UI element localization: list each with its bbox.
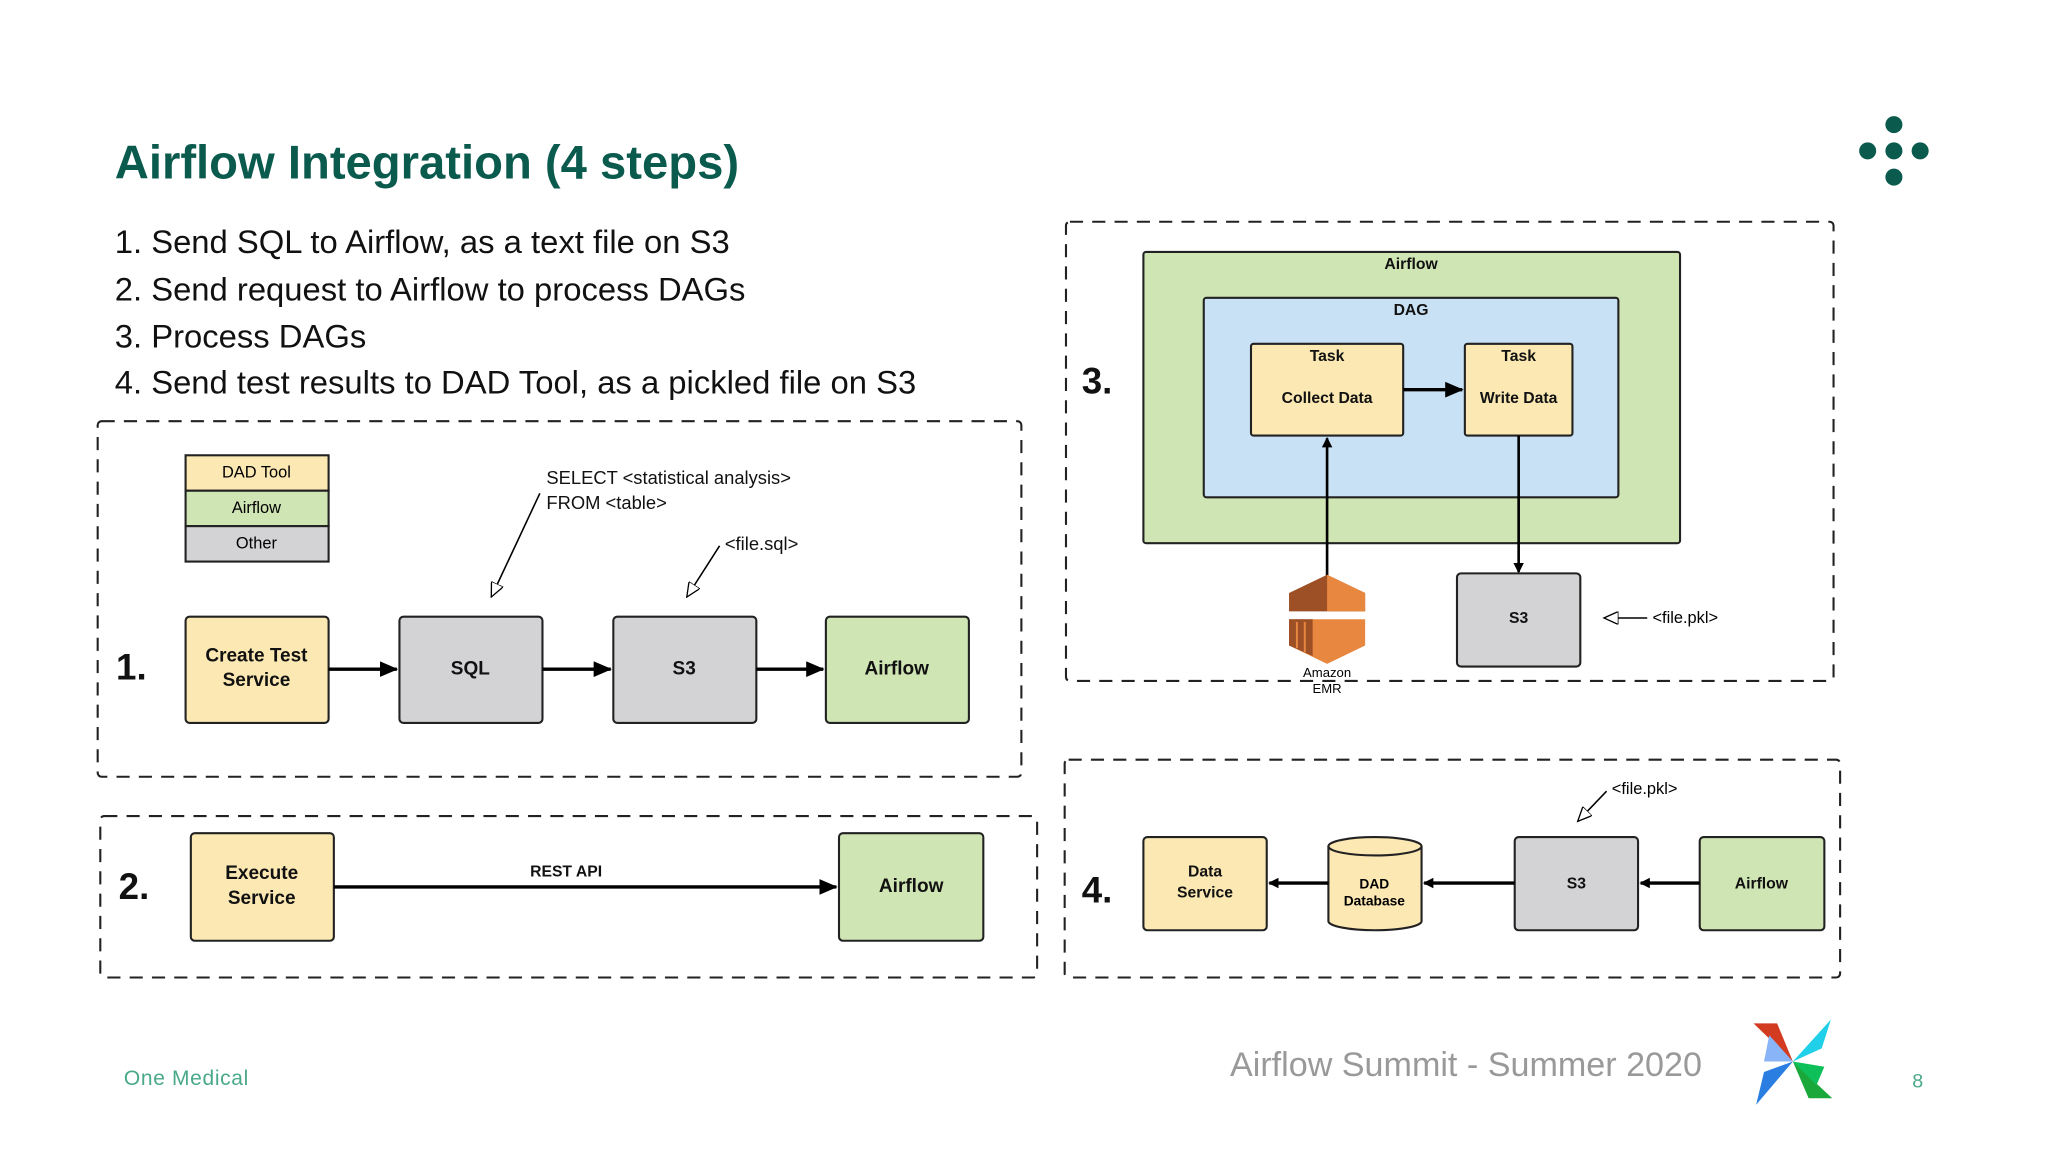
event-name: Airflow Summit - Summer 2020 [1230, 1046, 1702, 1084]
task-title: Task [1310, 348, 1345, 365]
legend: DAD Tool Airflow Other [184, 454, 330, 563]
emr-label: Amazon [1303, 665, 1351, 680]
node-label: SQL [451, 658, 490, 679]
rest-api-label: REST API [530, 863, 602, 880]
node-label: Create Test [205, 645, 308, 666]
sql-note: SELECT <statistical analysis> [546, 467, 791, 488]
legend-airflow: Airflow [232, 499, 281, 517]
node-label: Database [1344, 893, 1406, 908]
node-label: Data [1188, 863, 1222, 880]
execute-service-node [189, 832, 335, 942]
page-title: Airflow Integration (4 steps) [115, 136, 739, 189]
node-label: S3 [1509, 610, 1528, 627]
step3-label: 3. [1082, 361, 1113, 402]
step2-label: 2. [119, 866, 150, 907]
file-pkl-note: <file.pkl> [1612, 780, 1678, 798]
node-label: Airflow [1735, 875, 1789, 892]
note-pointer [490, 493, 541, 597]
node-label: S3 [1567, 875, 1586, 892]
file-sql-note: <file.sql> [725, 533, 798, 554]
sql-note: FROM <table> [546, 492, 666, 513]
legend-dad-tool: DAD Tool [222, 464, 291, 482]
org-name: One Medical [124, 1067, 249, 1090]
data-service-node [1142, 836, 1268, 932]
airflow-pinwheel-logo [1753, 1019, 1833, 1105]
task-name: Write Data [1480, 390, 1558, 407]
node-label: DAD [1359, 876, 1389, 891]
bullet: 4. Send test results to DAD Tool, as a p… [115, 364, 917, 401]
dad-database-node [1327, 836, 1423, 932]
brand-dots-icon [1859, 116, 1929, 186]
bullet: 2. Send request to Airflow to process DA… [115, 270, 746, 307]
node-label: Execute [225, 863, 298, 884]
task-title: Task [1501, 348, 1536, 365]
task-name: Collect Data [1282, 390, 1373, 407]
node-label: Service [228, 888, 296, 909]
step1-panel: DAD Tool Airflow Other 1. Create Test Se… [96, 420, 1023, 778]
note-pointer [1578, 790, 1608, 821]
amazon-emr-icon [1289, 574, 1366, 664]
emr-label: EMR [1313, 681, 1342, 696]
step4-label: 4. [1082, 870, 1113, 911]
file-pkl-note: <file.pkl> [1652, 609, 1718, 627]
bullet: 1. Send SQL to Airflow, as a text file o… [115, 223, 730, 260]
node-label: Service [1177, 884, 1233, 901]
node-label: Service [223, 670, 291, 691]
s3-node [1455, 572, 1582, 668]
legend-other: Other [236, 534, 278, 552]
node-label: Airflow [879, 876, 944, 897]
container-label: DAG [1394, 302, 1429, 319]
step4-panel: 4. Data Service DAD Database S3 Airflow … [1063, 758, 1842, 979]
step3-panel: 3. Airflow DAG Task Collect Data Task Wr… [1064, 220, 1835, 696]
note-pointer [687, 545, 721, 597]
airflow-node [824, 615, 970, 725]
airflow-node [837, 832, 985, 942]
bullet: 3. Process DAGs [115, 318, 367, 355]
node-label: Airflow [865, 658, 930, 679]
container-label: Airflow [1384, 256, 1438, 273]
step2-panel: 2. Execute Service Airflow REST API [99, 815, 1039, 979]
node-label: S3 [673, 658, 696, 679]
step1-label: 1. [116, 647, 147, 688]
page-number: 8 [1912, 1071, 1923, 1093]
